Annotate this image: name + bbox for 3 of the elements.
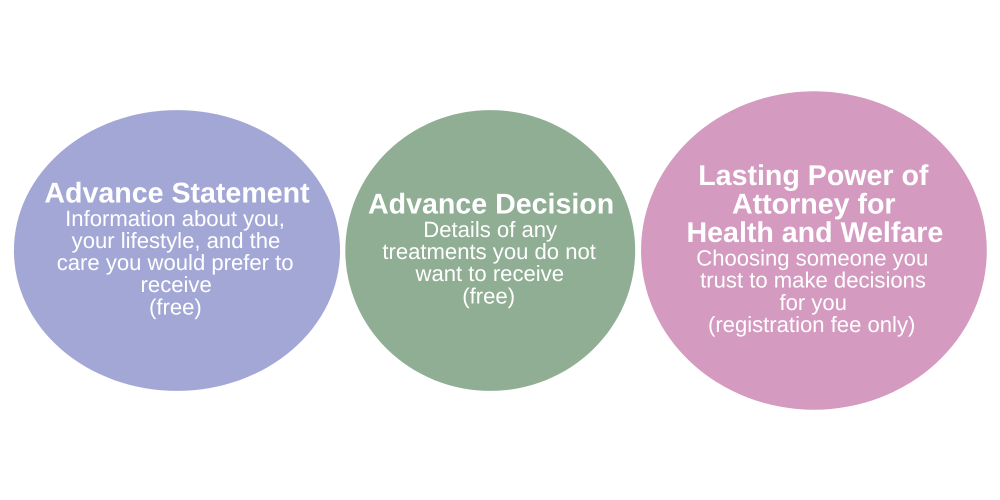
- node-ellipse: Advance Statement Information about you, your lifestyle, and the care you would prefer to receive (free): [13, 110, 340, 390]
- node-circle: Advance Decision Details of any treatments you do not want to receive (free): [344, 110, 635, 390]
- node-circle: Lasting Power of Attorney for Health and Welfare Choosing someone you trust to make decisions for you (registration fee only): [640, 90, 986, 410]
